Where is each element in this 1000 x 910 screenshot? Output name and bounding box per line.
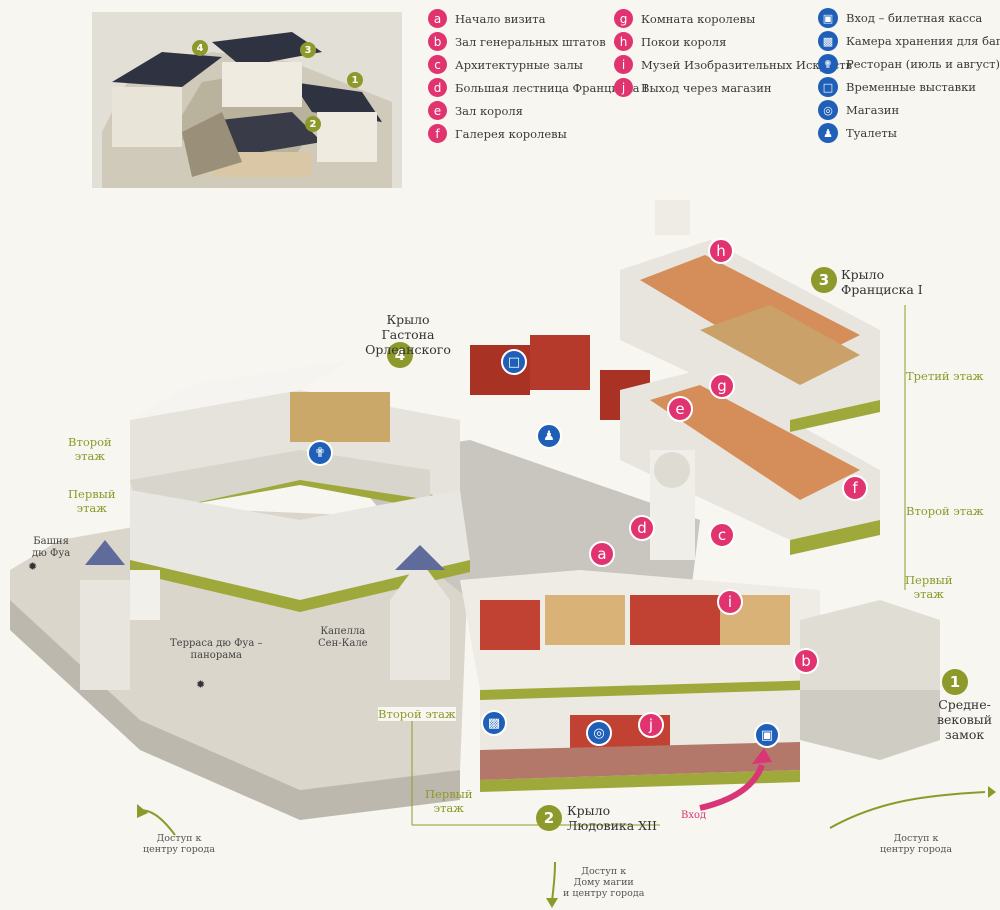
legend-toilets: ♟ Туалеты bbox=[818, 123, 897, 143]
legend-marker-c: c bbox=[428, 55, 447, 74]
legend-item-d: d Большая лестница Франциска I bbox=[428, 78, 648, 97]
legend-luggage: ▩ Камера хранения для багажа bbox=[818, 31, 1000, 51]
thumb-wing-1-marker: 1 bbox=[347, 72, 363, 88]
legend-item-g: g Комната королевы bbox=[614, 9, 755, 28]
legend-ticket-label: Вход – билетная касса bbox=[846, 11, 983, 25]
map-toilets-icon[interactable]: ♟ bbox=[536, 423, 562, 449]
map-marker-c[interactable]: c bbox=[709, 522, 735, 548]
thumb-wing-3-marker: 3 bbox=[300, 42, 316, 58]
legend-shop-label: Магазин bbox=[846, 103, 900, 117]
exhibition-icon: □ bbox=[818, 77, 838, 97]
floor-third-right: Третий этаж bbox=[906, 369, 984, 383]
map-shop-icon[interactable]: ◎ bbox=[586, 720, 612, 746]
map-marker-e[interactable]: e bbox=[667, 396, 693, 422]
wing-3-marker: 3 bbox=[811, 267, 837, 293]
wing-2-marker: 2 bbox=[536, 805, 562, 831]
map-exhibition-icon[interactable]: □ bbox=[501, 349, 527, 375]
legend-luggage-label: Камера хранения для багажа bbox=[846, 34, 1000, 48]
legend-item-j: j Выход через магазин bbox=[614, 78, 772, 97]
map-restaurant-icon[interactable]: ✟ bbox=[307, 440, 333, 466]
legend-ticket: ▣ Вход – билетная касса bbox=[818, 8, 982, 28]
legend-item-i: i Музей Изобразительных Искусств bbox=[614, 55, 852, 74]
map-marker-a[interactable]: a bbox=[589, 541, 615, 567]
map-marker-d[interactable]: d bbox=[629, 515, 655, 541]
legend-label-f: Галерея королевы bbox=[455, 126, 567, 141]
castle-overview-thumbnail: 4 3 1 2 bbox=[92, 12, 402, 188]
wing-1-label: Средне- вековый замок bbox=[937, 697, 993, 742]
floor-first-left: Первый этаж bbox=[68, 487, 116, 515]
legend-item-a: a Начало визита bbox=[428, 9, 546, 28]
legend-marker-a: a bbox=[428, 9, 447, 28]
legend-item-b: b Зал генеральных штатов bbox=[428, 32, 606, 51]
legend-marker-f: f bbox=[428, 124, 447, 143]
legend-item-f: f Галерея королевы bbox=[428, 124, 567, 143]
legend-item-e: e Зал короля bbox=[428, 101, 523, 120]
legend-label-d: Большая лестница Франциска I bbox=[455, 80, 648, 95]
legend-label-j: Выход через магазин bbox=[641, 80, 772, 95]
terrace-label: Терраса дю Фуа – панорама bbox=[170, 638, 263, 661]
restaurant-icon: ✟ bbox=[818, 54, 838, 74]
legend-label-g: Комната королевы bbox=[641, 11, 756, 26]
legend-exhibition: □ Временные выставки bbox=[818, 77, 976, 97]
legend-restaurant: ✟ Ресторан (июль и август) bbox=[818, 54, 1000, 74]
legend-label-c: Архитектурные залы bbox=[455, 57, 583, 72]
legend-label-b: Зал генеральных штатов bbox=[455, 34, 606, 49]
wing-4-label: Крыло Гастона Орлеанского bbox=[365, 312, 451, 357]
floor-first-bottom: Первый этаж bbox=[425, 787, 473, 815]
map-marker-h[interactable]: h bbox=[708, 238, 734, 264]
toilets-icon: ♟ bbox=[818, 123, 838, 143]
thumb-wing-2-marker: 2 bbox=[305, 116, 321, 132]
map-marker-f[interactable]: f bbox=[842, 475, 868, 501]
legend-marker-e: e bbox=[428, 101, 447, 120]
thumb-wing-4-marker: 4 bbox=[192, 40, 208, 56]
legend-toilets-label: Туалеты bbox=[846, 126, 897, 140]
access-bottom-label: Доступ к Дому магии и центру города bbox=[563, 866, 645, 899]
legend-label-i: Музей Изобразительных Искусств bbox=[641, 57, 853, 72]
legend-item-c: c Архитектурные залы bbox=[428, 55, 583, 74]
wing-4-marker: 4 bbox=[387, 342, 413, 368]
tower-label: Башня дю Фуа bbox=[32, 536, 71, 559]
floor-second-bottom: Второй этаж bbox=[378, 707, 456, 721]
legend-label-h: Покои короля bbox=[641, 34, 727, 49]
legend-marker-d: d bbox=[428, 78, 447, 97]
access-left-label: Доступ к центру города bbox=[143, 833, 216, 855]
legend-marker-i: i bbox=[614, 55, 633, 74]
viewpoint-icon: ✹ bbox=[28, 560, 38, 573]
chapel-label: Капелла Сен-Кале bbox=[318, 626, 368, 649]
legend-restaurant-label: Ресторан (июль и август) bbox=[846, 57, 1000, 71]
legend-marker-b: b bbox=[428, 32, 447, 51]
floor-second-right: Второй этаж bbox=[906, 504, 984, 518]
legend-exhibition-label: Временные выставки bbox=[846, 80, 976, 94]
legend-marker-j: j bbox=[614, 78, 633, 97]
map-marker-i[interactable]: i bbox=[717, 589, 743, 615]
legend-label-e: Зал короля bbox=[455, 103, 523, 118]
floor-second-left: Второй этаж bbox=[68, 435, 112, 463]
legend-item-h: h Покои короля bbox=[614, 32, 726, 51]
shop-icon: ◎ bbox=[818, 100, 838, 120]
wing-3-label: Крыло Франциска I bbox=[841, 267, 923, 297]
luggage-icon: ▩ bbox=[818, 31, 838, 51]
map-marker-b[interactable]: b bbox=[793, 648, 819, 674]
ticket-icon: ▣ bbox=[818, 8, 838, 28]
wing-2-label: Крыло Людовика XII bbox=[567, 803, 657, 833]
wing-1-marker: 1 bbox=[942, 669, 968, 695]
map-luggage-icon[interactable]: ▩ bbox=[481, 710, 507, 736]
access-right-label: Доступ к центру города bbox=[880, 833, 953, 855]
legend-marker-g: g bbox=[614, 9, 633, 28]
legend-marker-h: h bbox=[614, 32, 633, 51]
legend-shop: ◎ Магазин bbox=[818, 100, 899, 120]
map-marker-j[interactable]: j bbox=[638, 712, 664, 738]
entrance-label: Вход bbox=[681, 810, 707, 821]
map-ticket-icon[interactable]: ▣ bbox=[754, 722, 780, 748]
legend-label-a: Начало визита bbox=[455, 11, 546, 26]
map-marker-g[interactable]: g bbox=[709, 373, 735, 399]
terrace-viewpoint-icon: ✹ bbox=[196, 678, 206, 691]
floor-first-right: Первый этаж bbox=[905, 573, 953, 601]
